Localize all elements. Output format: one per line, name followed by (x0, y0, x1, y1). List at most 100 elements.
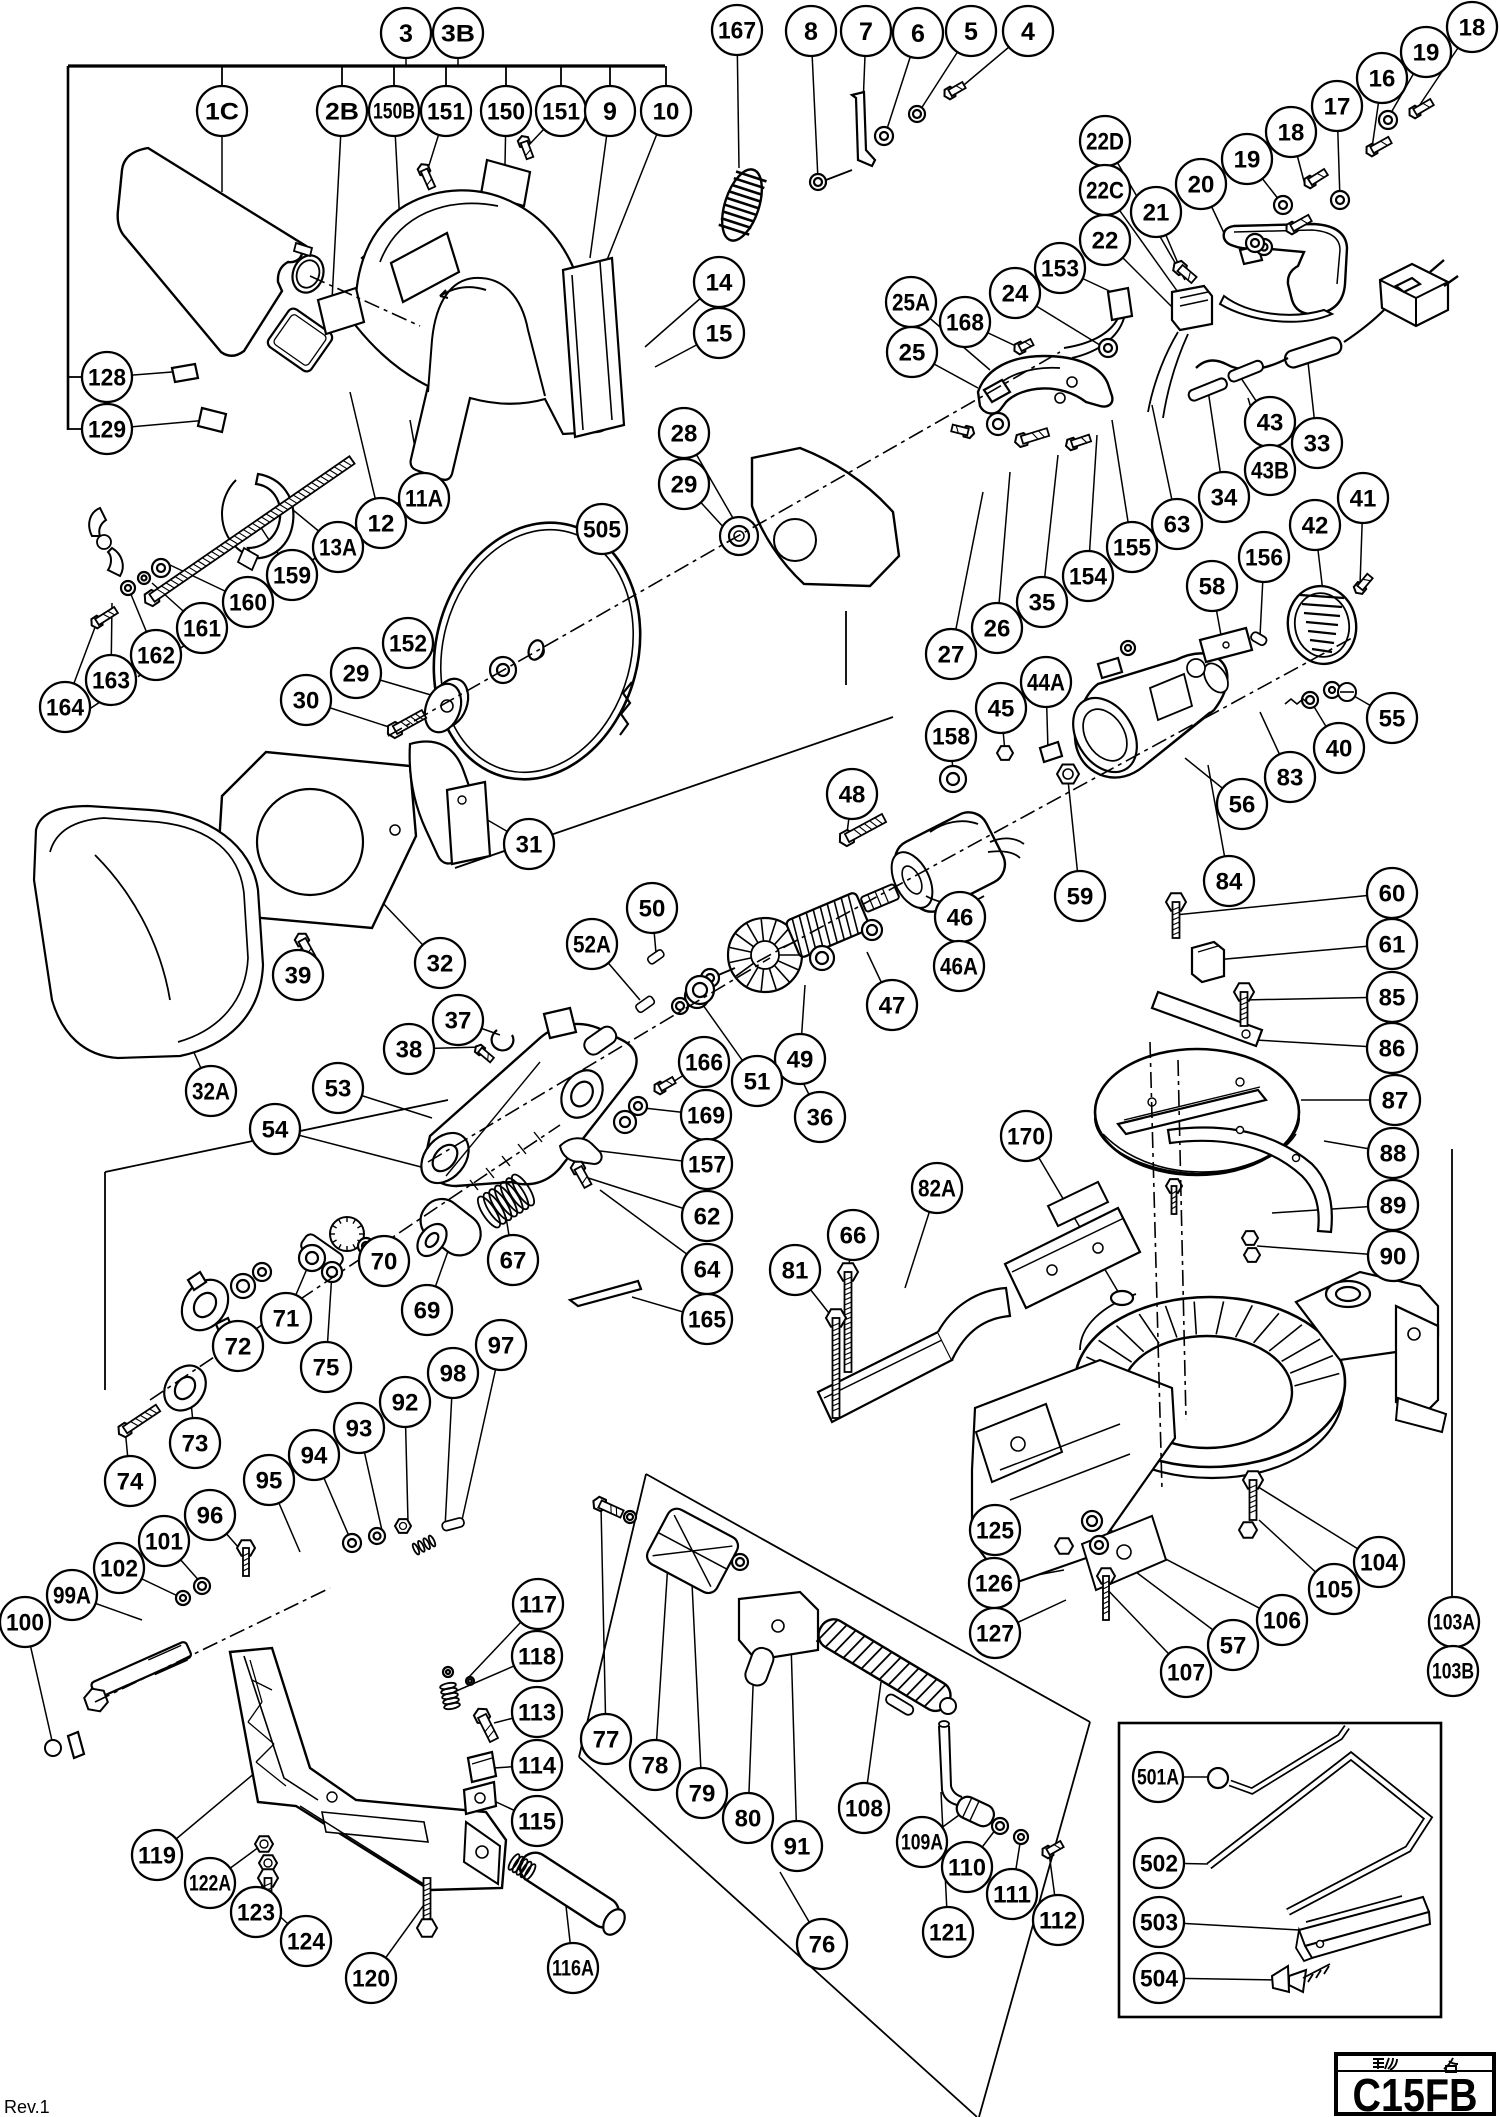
svg-text:89: 89 (1380, 1192, 1407, 1219)
svg-text:116A: 116A (552, 1956, 594, 1981)
svg-text:125: 125 (976, 1517, 1014, 1544)
svg-text:63: 63 (1164, 511, 1191, 538)
svg-text:106: 106 (1263, 1607, 1301, 1634)
svg-text:98: 98 (440, 1360, 467, 1387)
svg-text:117: 117 (519, 1591, 557, 1618)
svg-text:59: 59 (1067, 883, 1094, 910)
svg-text:55: 55 (1379, 705, 1406, 732)
svg-text:79: 79 (689, 1780, 716, 1807)
svg-text:161: 161 (183, 615, 221, 642)
svg-text:4: 4 (1021, 18, 1035, 46)
svg-text:156: 156 (1245, 544, 1283, 571)
svg-text:C15FB: C15FB (1353, 2069, 1478, 2117)
svg-text:76: 76 (809, 1931, 836, 1958)
svg-text:118: 118 (518, 1643, 556, 1670)
svg-text:24: 24 (1002, 280, 1029, 307)
svg-text:99A: 99A (53, 1582, 91, 1609)
svg-text:157: 157 (688, 1151, 726, 1178)
svg-text:47: 47 (879, 992, 906, 1019)
svg-text:28: 28 (671, 420, 698, 447)
svg-text:16: 16 (1369, 65, 1396, 92)
svg-text:82A: 82A (918, 1175, 956, 1202)
svg-text:162: 162 (137, 642, 175, 669)
svg-text:29: 29 (671, 471, 698, 498)
svg-text:29: 29 (343, 660, 370, 687)
svg-text:122A: 122A (189, 1871, 231, 1896)
svg-text:41: 41 (1350, 485, 1377, 512)
svg-text:112: 112 (1039, 1907, 1077, 1934)
svg-text:40: 40 (1326, 735, 1353, 762)
svg-text:104: 104 (1360, 1549, 1399, 1576)
svg-text:3B: 3B (441, 20, 475, 47)
svg-text:152: 152 (389, 630, 427, 657)
svg-text:10: 10 (653, 98, 680, 125)
svg-text:163: 163 (92, 667, 130, 694)
svg-text:129: 129 (88, 416, 126, 443)
svg-text:84: 84 (1216, 868, 1243, 895)
svg-text:1C: 1C (205, 98, 239, 125)
svg-text:123: 123 (237, 1899, 275, 1926)
svg-text:46A: 46A (940, 953, 978, 980)
svg-text:95: 95 (256, 1467, 283, 1494)
svg-text:150B: 150B (373, 99, 415, 124)
svg-text:170: 170 (1007, 1123, 1045, 1150)
svg-text:25: 25 (899, 339, 926, 366)
svg-text:20: 20 (1188, 171, 1215, 198)
svg-text:53: 53 (325, 1075, 352, 1102)
svg-text:77: 77 (593, 1726, 620, 1753)
svg-text:27: 27 (938, 641, 965, 668)
svg-text:18: 18 (1459, 14, 1486, 41)
svg-text:92: 92 (392, 1389, 419, 1416)
svg-text:114: 114 (518, 1752, 557, 1779)
svg-text:18: 18 (1278, 119, 1305, 146)
svg-text:69: 69 (414, 1297, 441, 1324)
svg-text:121: 121 (929, 1919, 967, 1946)
svg-text:87: 87 (1382, 1087, 1409, 1114)
svg-text:36: 36 (807, 1104, 834, 1131)
svg-text:7: 7 (859, 18, 873, 46)
svg-text:54: 54 (262, 1116, 289, 1143)
svg-text:66: 66 (840, 1222, 867, 1249)
svg-text:38: 38 (396, 1036, 423, 1063)
svg-text:103B: 103B (1432, 1659, 1474, 1684)
svg-text:154: 154 (1069, 563, 1108, 590)
svg-text:503: 503 (1140, 1909, 1178, 1936)
svg-text:35: 35 (1029, 589, 1056, 616)
svg-text:39: 39 (285, 962, 312, 989)
svg-text:22: 22 (1092, 227, 1119, 254)
svg-text:74: 74 (117, 1468, 144, 1495)
svg-text:127: 127 (976, 1620, 1014, 1647)
svg-text:Rev.1: Rev.1 (4, 2097, 50, 2117)
svg-text:2B: 2B (325, 98, 359, 125)
svg-text:64: 64 (694, 1256, 721, 1283)
svg-text:119: 119 (138, 1842, 176, 1869)
svg-text:17: 17 (1324, 93, 1351, 120)
svg-text:52A: 52A (573, 931, 611, 958)
svg-text:42: 42 (1302, 512, 1329, 539)
svg-text:101: 101 (145, 1528, 183, 1555)
svg-text:96: 96 (197, 1502, 224, 1529)
svg-text:58: 58 (1199, 573, 1226, 600)
svg-text:505: 505 (583, 516, 621, 543)
svg-text:103A: 103A (1433, 1610, 1475, 1635)
svg-text:25A: 25A (892, 289, 930, 316)
svg-text:159: 159 (273, 562, 311, 589)
svg-text:97: 97 (488, 1332, 515, 1359)
svg-text:14: 14 (706, 269, 733, 296)
svg-text:502: 502 (1140, 1850, 1178, 1877)
svg-text:168: 168 (946, 309, 984, 336)
svg-text:124: 124 (287, 1928, 326, 1955)
svg-text:60: 60 (1379, 880, 1406, 907)
svg-text:49: 49 (787, 1046, 814, 1073)
svg-text:167: 167 (718, 17, 756, 44)
svg-text:15: 15 (706, 320, 733, 347)
svg-text:30: 30 (293, 687, 320, 714)
svg-text:3: 3 (399, 20, 413, 48)
svg-text:56: 56 (1229, 791, 1256, 818)
svg-text:19: 19 (1413, 39, 1440, 66)
svg-text:51: 51 (744, 1068, 771, 1095)
svg-text:22C: 22C (1086, 177, 1124, 204)
svg-text:33: 33 (1304, 430, 1331, 457)
svg-text:155: 155 (1113, 534, 1151, 561)
svg-text:150: 150 (487, 98, 525, 125)
